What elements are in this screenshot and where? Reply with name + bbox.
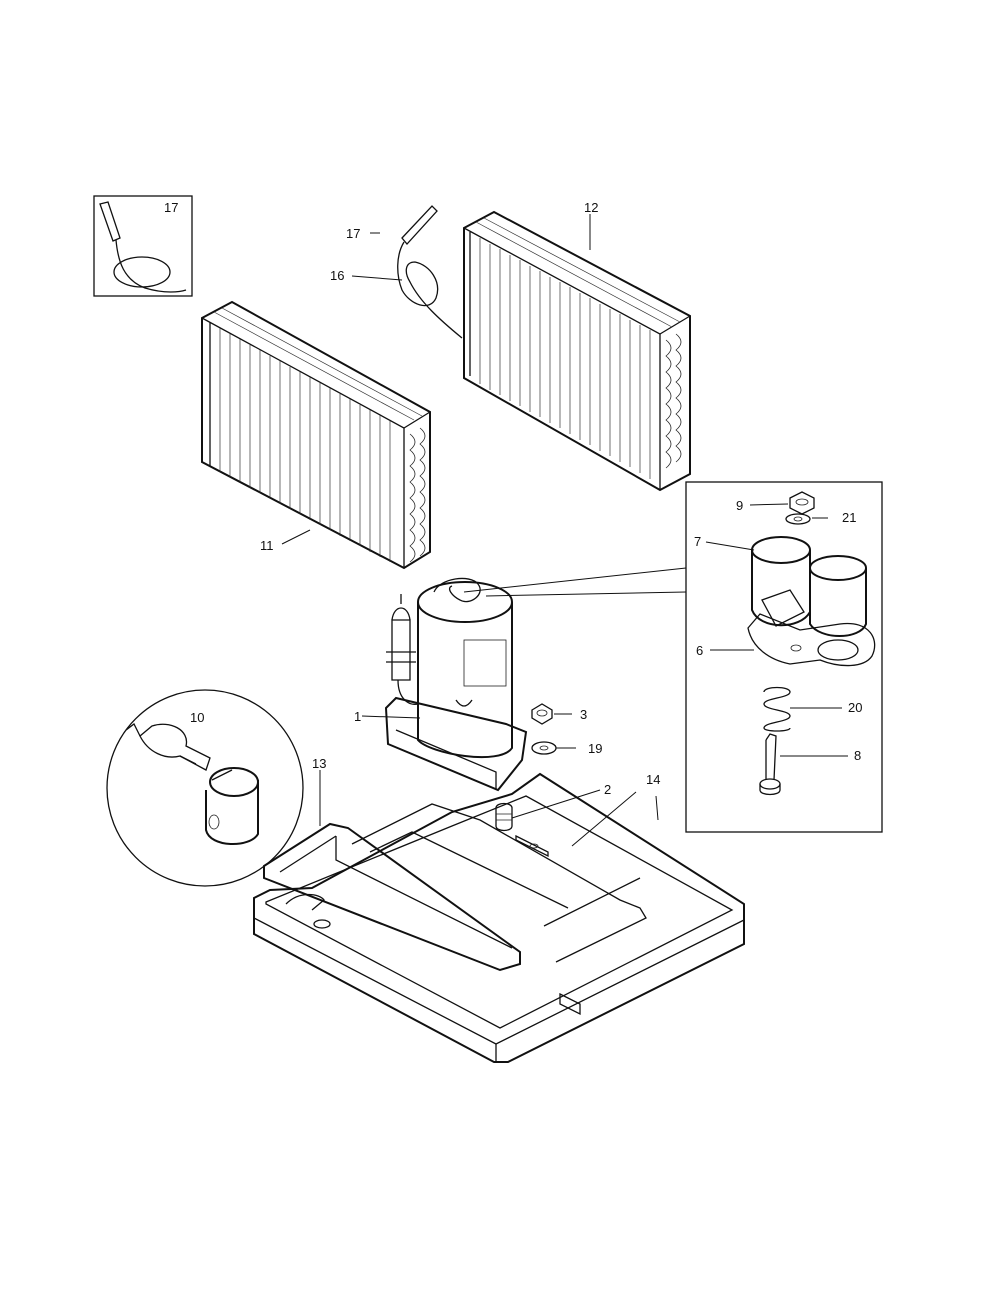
grommet-2 [495, 802, 513, 832]
callout-3: 3 [580, 707, 587, 722]
callout-labels: 17 17 16 12 11 1 3 19 2 14 13 10 9 21 7 … [164, 200, 862, 797]
callout-13: 13 [312, 756, 326, 771]
base-pan-14 [253, 772, 745, 1063]
callout-14: 14 [646, 772, 660, 787]
callout-17-inset: 17 [164, 200, 178, 215]
callout-12: 12 [584, 200, 598, 215]
callout-16: 16 [330, 268, 344, 283]
callout-6: 6 [696, 643, 703, 658]
callout-8: 8 [854, 748, 861, 763]
inset-part-17 [93, 195, 193, 297]
detail-box-overload [463, 481, 883, 833]
callout-2: 2 [604, 782, 611, 797]
nut-3 [531, 703, 553, 725]
callout-10: 10 [190, 710, 204, 725]
capacitor-inset-10 [106, 689, 304, 887]
callout-19: 19 [588, 741, 602, 756]
compressor-1 [384, 577, 528, 792]
callout-21: 21 [842, 510, 856, 525]
callout-20: 20 [848, 700, 862, 715]
condenser-coil-12 [463, 210, 691, 492]
callout-1: 1 [354, 709, 361, 724]
leader-lines [281, 214, 848, 847]
mount-bracket-13 [263, 803, 647, 972]
evaporator-coil-11 [201, 300, 431, 570]
callout-17: 17 [346, 226, 360, 241]
callout-9: 9 [736, 498, 743, 513]
callout-7: 7 [694, 534, 701, 549]
sensor-bulb-16-17 [397, 205, 463, 339]
washer-19 [531, 741, 557, 755]
callout-11: 11 [260, 538, 274, 553]
